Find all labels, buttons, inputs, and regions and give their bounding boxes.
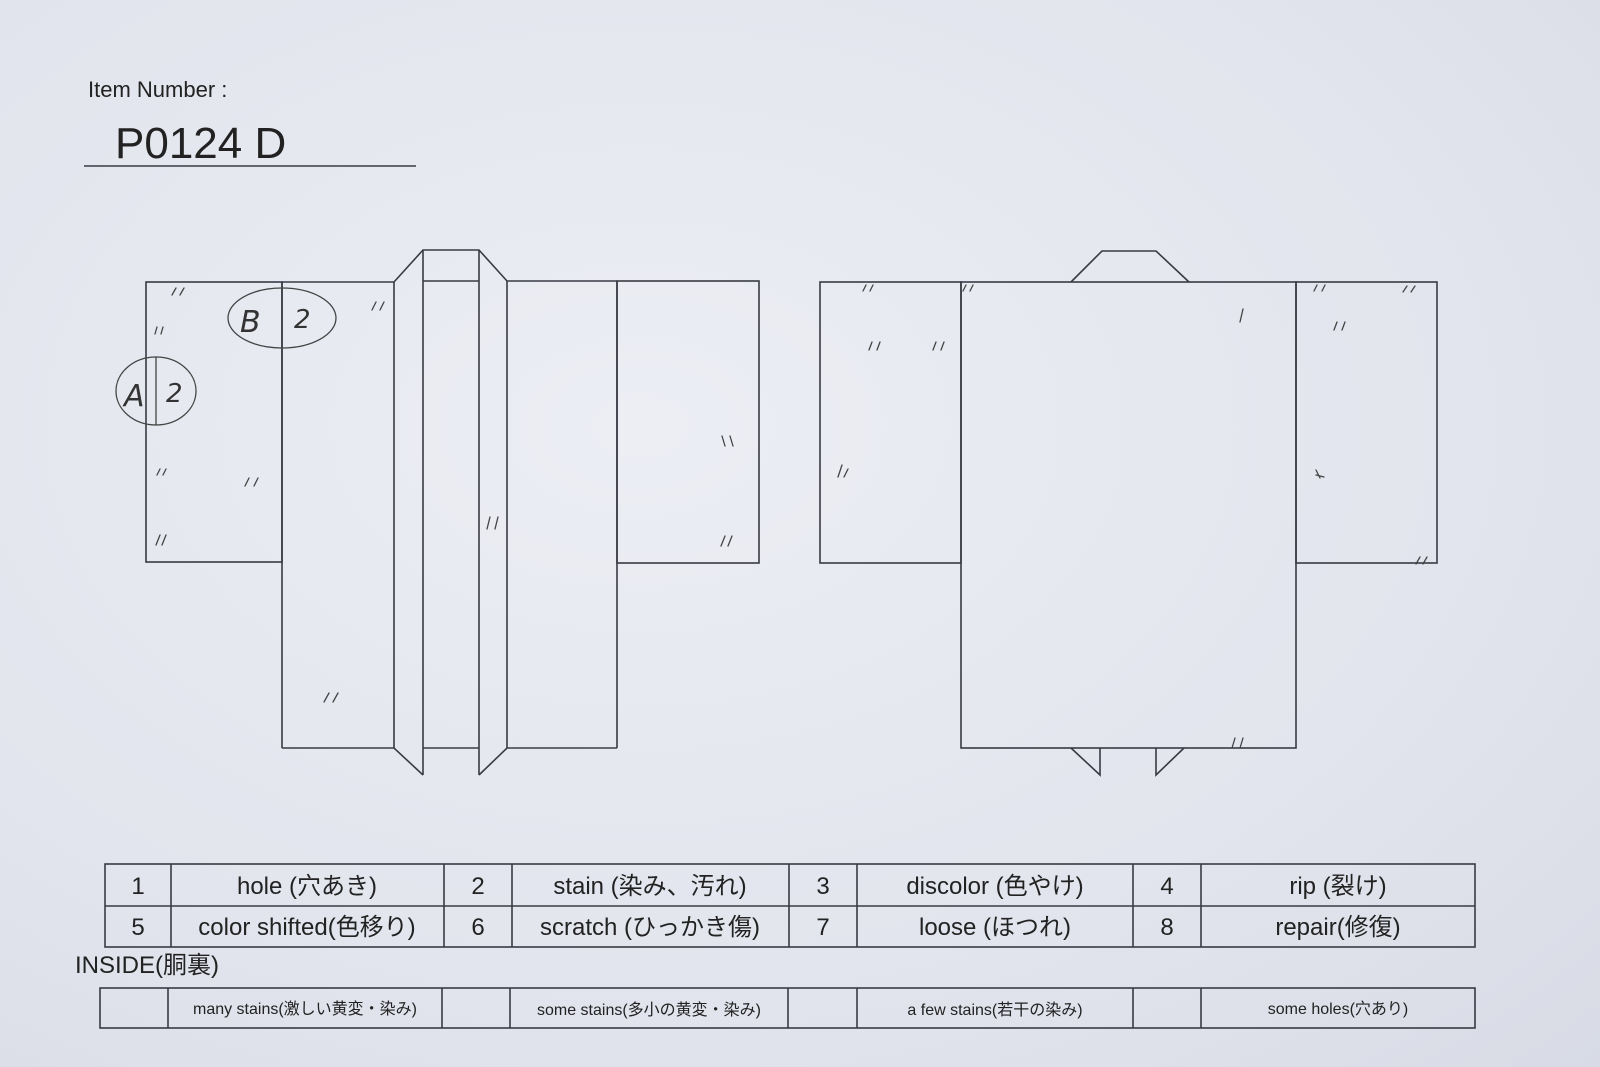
legend-label-repair: repair(修復): [1275, 914, 1400, 941]
legend-num-5: 5: [131, 914, 144, 941]
handwritten-marks: A 2 B 2: [115, 284, 1428, 749]
legend-label-hole: hole (穴あき): [237, 873, 377, 900]
inside-label-many-stains: many stains(激しい黄変・染み): [193, 1000, 417, 1018]
annotation-a-code: 2: [166, 379, 183, 409]
back-body: [960, 281, 1297, 749]
inside-condition-table: many stains(激しい黄変・染み) some stains(多小の黄変・…: [99, 987, 1476, 1029]
annotation-circle-b: [227, 287, 337, 349]
back-left-sleeve: [819, 281, 962, 564]
legend-num-7: 7: [816, 914, 829, 941]
legend-label-scratch: scratch (ひっかき傷): [540, 914, 760, 941]
legend-num-6: 6: [471, 914, 484, 941]
inside-checkbox-some-holes[interactable]: [1134, 989, 1200, 1027]
front-left-sleeve: [145, 281, 283, 563]
inside-title: INSIDE(胴裏): [75, 952, 219, 979]
legend-num-1: 1: [131, 873, 144, 900]
inside-checkbox-few-stains[interactable]: [789, 989, 856, 1027]
item-number-label: Item Number :: [88, 77, 227, 102]
legend-num-3: 3: [816, 873, 829, 900]
legend-label-stain: stain (染み、汚れ): [553, 873, 746, 900]
annotation-a-letter: A: [122, 379, 145, 414]
legend-num-4: 4: [1160, 873, 1173, 900]
legend-label-discolor: discolor (色やけ): [906, 873, 1083, 900]
damage-legend-table: 1 hole (穴あき) 2 stain (染み、汚れ) 3 discolor …: [104, 863, 1476, 948]
inside-label-some-stains: some stains(多小の黄変・染み): [537, 1001, 761, 1019]
back-right-sleeve: [1295, 281, 1438, 564]
front-right-sleeve: [616, 280, 760, 564]
inside-label-few-stains: a few stains(若干の染み): [907, 1001, 1082, 1019]
annotation-b-code: 2: [294, 305, 311, 335]
annotation-b-letter: B: [240, 305, 261, 340]
damage-tick-marks: [154, 284, 1428, 749]
item-number-value: P0124 D: [115, 119, 286, 168]
legend-num-8: 8: [1160, 914, 1173, 941]
front-top-edge: [282, 249, 617, 283]
inside-checkbox-many-stains[interactable]: [101, 989, 167, 1027]
back-collar: [1070, 250, 1190, 283]
legend-num-2: 2: [471, 873, 484, 900]
legend-label-rip: rip (裂け): [1289, 873, 1386, 900]
legend-label-color-shifted: color shifted(色移り): [198, 914, 415, 941]
inside-label-some-holes: some holes(穴あり): [1268, 1000, 1408, 1018]
inside-checkbox-some-stains[interactable]: [443, 989, 509, 1027]
kimono-front-diagram: [145, 249, 760, 776]
kimono-back-diagram: [819, 250, 1438, 777]
legend-label-loose: loose (ほつれ): [919, 914, 1071, 941]
